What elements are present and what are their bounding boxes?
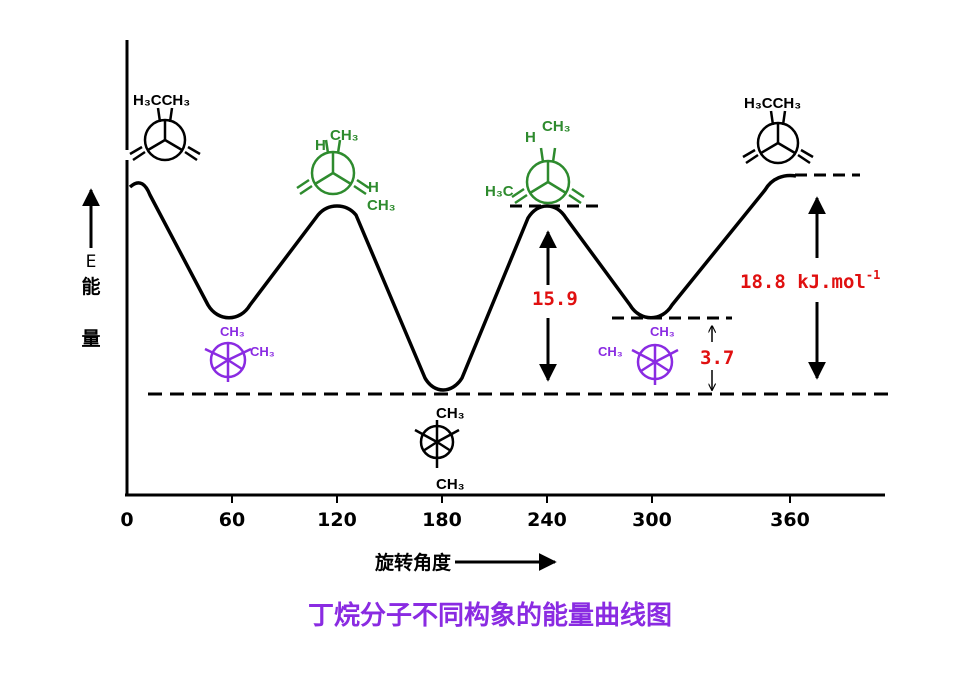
y-axis-label-1: 能 bbox=[81, 275, 100, 298]
x-axis-ticks bbox=[231, 495, 791, 503]
newman-120-ch3-right-label: CH₃ bbox=[367, 197, 396, 214]
energy-label-18-8: 18.8 kJ.mol-1 bbox=[740, 268, 880, 293]
tick-label-300: 300 bbox=[632, 509, 672, 531]
newman-0-top-label: H₃CCH₃ bbox=[133, 92, 190, 109]
diagram-title: 丁烷分子不同构象的能量曲线图 bbox=[308, 600, 672, 631]
tick-label-180: 180 bbox=[422, 509, 462, 531]
newman-gauche-60 bbox=[204, 341, 252, 382]
newman-180-top-label: CH₃ bbox=[436, 405, 465, 422]
newman-60-top-label: CH₃ bbox=[220, 324, 245, 339]
newman-240-h-label: H bbox=[525, 129, 536, 146]
newman-eclipsed-360 bbox=[742, 110, 814, 165]
newman-180-bottom-label: CH₃ bbox=[436, 476, 465, 493]
newman-360-top-label: H₃CCH₃ bbox=[744, 95, 801, 112]
newman-240-ch3-top-label: CH₃ bbox=[542, 118, 571, 135]
energy-label-15-9: 15.9 bbox=[532, 288, 578, 310]
newman-120-h-label: H bbox=[315, 137, 326, 154]
newman-300-left-label: CH₃ bbox=[598, 344, 623, 359]
newman-60-right-label: CH₃ bbox=[250, 344, 275, 359]
tick-label-360: 360 bbox=[770, 509, 810, 531]
y-axis-letter: E bbox=[86, 252, 97, 272]
newman-300-top-label: CH₃ bbox=[650, 324, 675, 339]
newman-240-h3c-label: H₃C bbox=[485, 183, 514, 200]
newman-anti-180 bbox=[414, 420, 460, 468]
tick-label-240: 240 bbox=[527, 509, 567, 531]
y-axis-label-2: 量 bbox=[81, 328, 100, 350]
newman-eclipsed-120 bbox=[296, 139, 370, 196]
newman-120-h2-label: H bbox=[368, 179, 379, 196]
energy-label-3-7: 3.7 bbox=[700, 347, 734, 369]
newman-eclipsed-240 bbox=[511, 147, 585, 205]
newman-eclipsed-0 bbox=[129, 107, 201, 162]
newman-gauche-300 bbox=[631, 343, 679, 385]
tick-label-120: 120 bbox=[317, 509, 357, 531]
energy-curve bbox=[128, 173, 797, 392]
tick-label-60: 60 bbox=[219, 509, 245, 531]
newman-120-ch3-top-label: CH₃ bbox=[330, 127, 359, 144]
tick-label-0: 0 bbox=[120, 509, 133, 531]
x-axis-label: 旋转角度 bbox=[374, 551, 452, 574]
